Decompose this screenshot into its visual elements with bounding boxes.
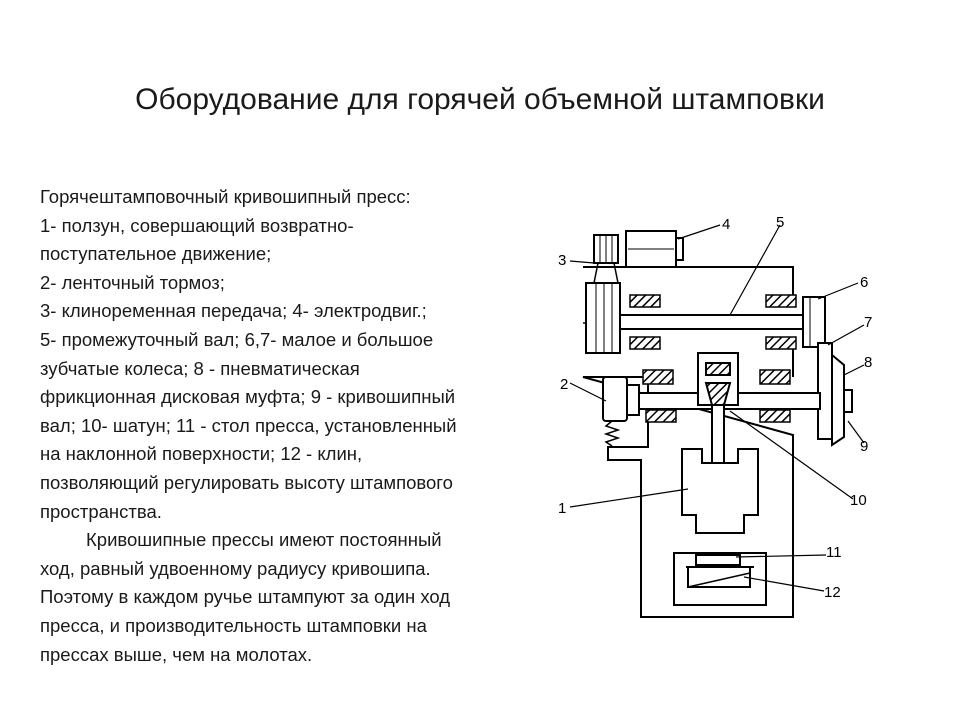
press-diagram: 4 5 3 6 7 8 2 9 1 10 11 12 (548, 205, 938, 625)
text-line: позволяющий регулировать высоту штампово… (40, 471, 453, 493)
label-6: 6 (860, 274, 868, 291)
slide-1 (681, 448, 759, 534)
paragraph-line: ход, равный удвоенному радиусу кривошипа… (40, 557, 431, 579)
text-line: 2- ленточный тормоз; (40, 271, 225, 293)
paragraph-line: пресса, и производительность штамповки н… (40, 614, 427, 636)
press-diagram-svg: 4 5 3 6 7 8 2 9 1 10 11 12 (558, 214, 872, 618)
wedge-12 (687, 566, 751, 588)
large-gear-7 (817, 342, 833, 440)
label-8: 8 (864, 354, 872, 371)
label-12: 12 (824, 584, 841, 601)
text-line: зубчатые колеса; 8 - пневматическая (40, 357, 360, 379)
clutch-8 (831, 352, 853, 447)
intro-line: Горячештамповочный кривошипный пресс: (40, 186, 411, 207)
paragraph-line: Кривошипные прессы имеют постоянный (86, 529, 442, 551)
label-9: 9 (860, 438, 868, 455)
label-3: 3 (558, 252, 566, 269)
label-5: 5 (776, 214, 784, 231)
small-gear-6 (802, 296, 826, 348)
description-text: Горячештамповочный кривошипный пресс: 1-… (40, 183, 535, 669)
text-line: фрикционная дисковая муфта; 9 - кривошип… (40, 386, 456, 408)
paragraph-line: Поэтому в каждом ручье штампуют за один … (40, 586, 451, 608)
label-1: 1 (558, 500, 566, 517)
brake-2 (602, 376, 640, 447)
text-line: 3- клиноременная передача; 4- электродви… (40, 300, 427, 322)
label-7: 7 (864, 314, 872, 331)
slide-title: Оборудование для горячей объемной штампо… (135, 83, 825, 117)
v-belt-drive-3 (585, 234, 621, 354)
gear-housing (629, 294, 797, 423)
text-line: 1- ползун, совершающий возвратно- (40, 214, 354, 236)
paragraph-line: прессах выше, чем на молотах. (40, 643, 313, 665)
label-4: 4 (722, 216, 730, 233)
text-line: на наклонной поверхности; 12 - клин, (40, 443, 363, 465)
leader-lines (569, 224, 865, 592)
label-2: 2 (560, 376, 568, 393)
text-line: пространства. (40, 500, 162, 522)
intermediate-shaft-5 (619, 314, 811, 330)
label-10: 10 (850, 492, 867, 509)
text-line: 5- промежуточный вал; 6,7- малое и больш… (40, 328, 434, 350)
motor-4 (625, 230, 684, 268)
text-line: поступательное движение; (40, 243, 272, 265)
text-line: вал; 10- шатун; 11 - стол пресса, устано… (40, 414, 457, 436)
connecting-rod-10 (697, 352, 739, 480)
label-11: 11 (826, 544, 842, 561)
